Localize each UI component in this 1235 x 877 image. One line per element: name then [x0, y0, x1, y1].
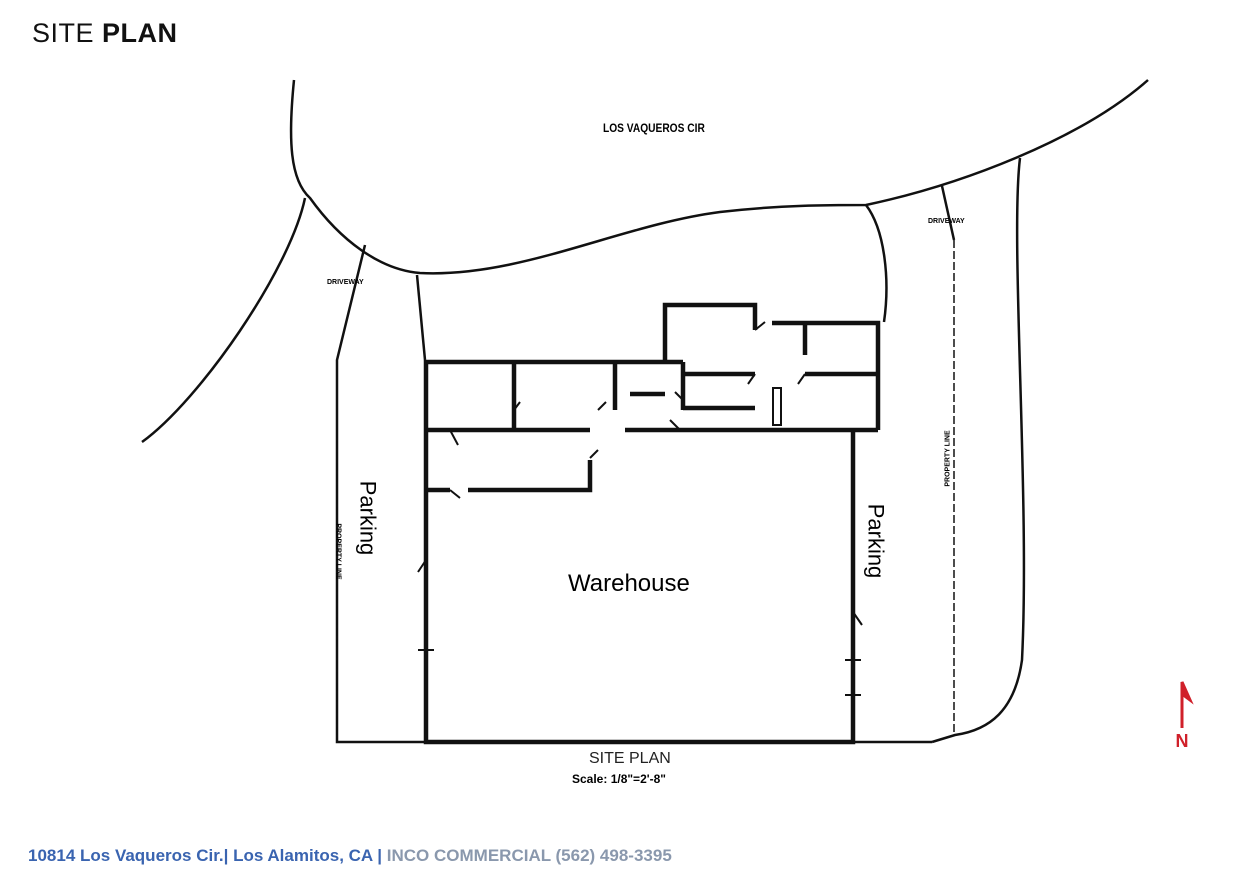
north-label: N	[1175, 731, 1189, 751]
title-light: SITE	[32, 18, 95, 48]
property-line-right-label: PROPERTY LINE	[944, 430, 952, 487]
property-lines	[336, 240, 955, 742]
footer: 10814 Los Vaqueros Cir.| Los Alamitos, C…	[28, 846, 672, 866]
north-arrow-icon	[1180, 681, 1194, 728]
driveway-left-label: DRIVEWAY	[327, 279, 364, 286]
plan-caption: SITE PLAN	[589, 750, 671, 767]
driveway-right-label: DRIVEWAY	[928, 218, 965, 225]
property-line-left-label: PROPERTY LINE	[334, 523, 342, 580]
warehouse-label: Warehouse	[568, 570, 690, 597]
footer-address: 10814 Los Vaqueros Cir.| Los Alamitos, C…	[28, 846, 383, 865]
street-label: LOS VAQUEROS CIR	[603, 121, 705, 135]
title-bold: PLAN	[102, 18, 178, 48]
north-arrow: N	[1170, 680, 1194, 752]
page-title: SITE PLAN	[32, 18, 178, 49]
doors	[417, 321, 863, 696]
parking-left-label: Parking	[355, 480, 381, 556]
scale-label: Scale: 1/8"=2'-8"	[572, 772, 666, 786]
footer-company: INCO COMMERCIAL (562) 498-3395	[386, 846, 672, 865]
parking-right-label: Parking	[863, 503, 889, 579]
street-curbs	[141, 79, 1149, 744]
building-walls	[423, 302, 881, 745]
